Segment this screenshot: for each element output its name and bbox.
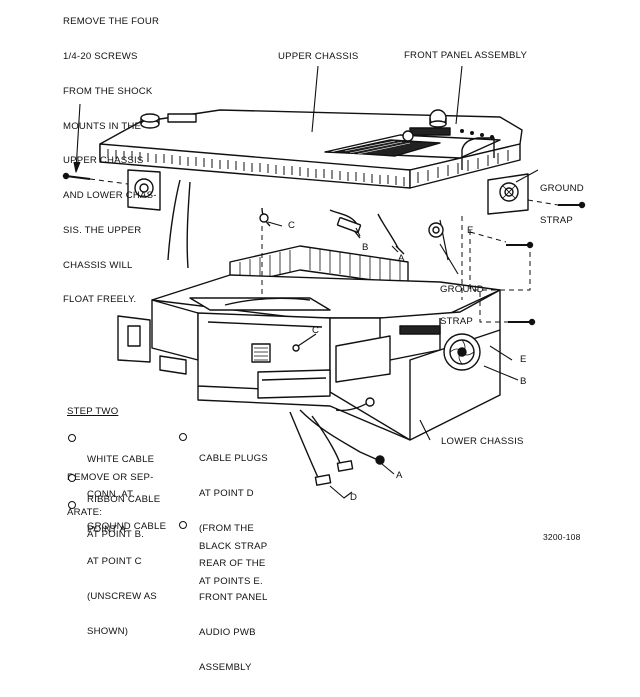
- leader-lines: [73, 65, 539, 499]
- ground-strap-parts: [428, 219, 449, 261]
- instruction-text: REMOVE THE FOUR 1/4-20 SCREWS FROM THE S…: [63, 0, 159, 329]
- instruction-line: FLOAT FREELY.: [63, 294, 137, 306]
- step-item-line: BLACK STRAP: [199, 541, 268, 553]
- step-item-line: AT POINT C: [87, 555, 142, 567]
- bullet-icon: [68, 474, 76, 482]
- step-item-line: CABLE PLUGS: [199, 453, 268, 465]
- label-line: GROUND: [540, 183, 584, 194]
- instruction-line: AND LOWER CHAS-: [63, 190, 157, 202]
- lower-chassis: [117, 245, 501, 486]
- step-item-line: (FROM THE: [199, 522, 254, 534]
- step-two-title: STEP TWO: [67, 406, 119, 418]
- step-two-intro: ARATE:: [67, 506, 103, 518]
- figure-number: 3200-108: [543, 532, 581, 542]
- label-line: STRAP: [540, 214, 573, 226]
- point-b-upper: B: [362, 242, 369, 253]
- step-item-line: RIBBON CABLE: [87, 494, 161, 506]
- instruction-line: CHASSIS WILL: [63, 259, 133, 271]
- point-a-lower: A: [396, 470, 403, 481]
- alignment-lines: [89, 178, 559, 323]
- instruction-line: SIS. THE UPPER: [63, 224, 142, 236]
- step-item: GROUND CABLE AT POINT C (UNSCREW AS SHOW…: [87, 498, 166, 660]
- upper-chassis: [99, 109, 529, 269]
- point-c-lower: C: [312, 325, 320, 336]
- label-line: STRAP: [440, 315, 473, 327]
- step-item: BLACK STRAP AT POINTS E.: [199, 518, 267, 611]
- step-item: WHITE CABLE CONN. AT POINT A: [87, 431, 154, 559]
- step-item-line: CONN. AT: [87, 488, 134, 500]
- step-item-line: (UNSCREW AS: [87, 590, 157, 602]
- point-a-upper: A: [398, 253, 405, 264]
- screws: [62, 172, 586, 326]
- step-item-line: ASSEMBLY: [199, 661, 252, 673]
- step-item-line: SHOWN): [87, 625, 129, 637]
- point-d: D: [350, 492, 358, 503]
- step-item-line: POINT A: [87, 523, 127, 535]
- label-ground-strap-mid: GROUND STRAP: [440, 264, 484, 348]
- label-ground-strap-right: GROUND STRAP: [540, 163, 584, 247]
- instruction-line: REMOVE THE FOUR: [63, 16, 160, 28]
- point-b-lower: B: [520, 376, 527, 387]
- instruction-line: FROM THE SHOCK: [63, 85, 153, 97]
- label-front-panel-assembly: FRONT PANEL ASSEMBLY: [404, 50, 528, 61]
- bullet-icon: [68, 501, 76, 509]
- step-item-line: WHITE CABLE: [87, 454, 155, 466]
- exploded-assembly-diagram: REMOVE THE FOUR 1/4-20 SCREWS FROM THE S…: [62, 0, 586, 673]
- step-item-line: REAR OF THE: [199, 557, 266, 569]
- step-item-line: AT POINTS E.: [199, 575, 263, 587]
- point-e-lower: E: [520, 354, 527, 365]
- label-line: GROUND: [440, 284, 484, 295]
- bullet-icon: [68, 434, 76, 442]
- step-item: RIBBON CABLE AT POINT B.: [87, 471, 160, 564]
- label-lower-chassis: LOWER CHASSIS: [441, 436, 524, 447]
- bullet-icon: [179, 433, 187, 441]
- step-item-line: AUDIO PWB: [199, 627, 256, 639]
- step-item-line: GROUND CABLE: [87, 521, 167, 533]
- point-e-upper: E: [467, 225, 474, 236]
- step-two-header: STEP TWO REMOVE OR SEP- ARATE:: [67, 383, 154, 542]
- diagram-art: [62, 65, 586, 499]
- instruction-line: UPPER CHASSIS: [63, 155, 144, 167]
- point-c-upper: C: [288, 220, 296, 231]
- step-item-line: AT POINT D: [199, 487, 254, 499]
- step-two-intro: REMOVE OR SEP-: [67, 472, 154, 484]
- bullet-icon: [179, 521, 187, 529]
- label-upper-chassis: UPPER CHASSIS: [278, 51, 359, 62]
- step-item-line: AT POINT B.: [87, 528, 145, 540]
- instruction-line: MOUNTS IN THE: [63, 120, 142, 132]
- instruction-line: 1/4-20 SCREWS: [63, 50, 138, 62]
